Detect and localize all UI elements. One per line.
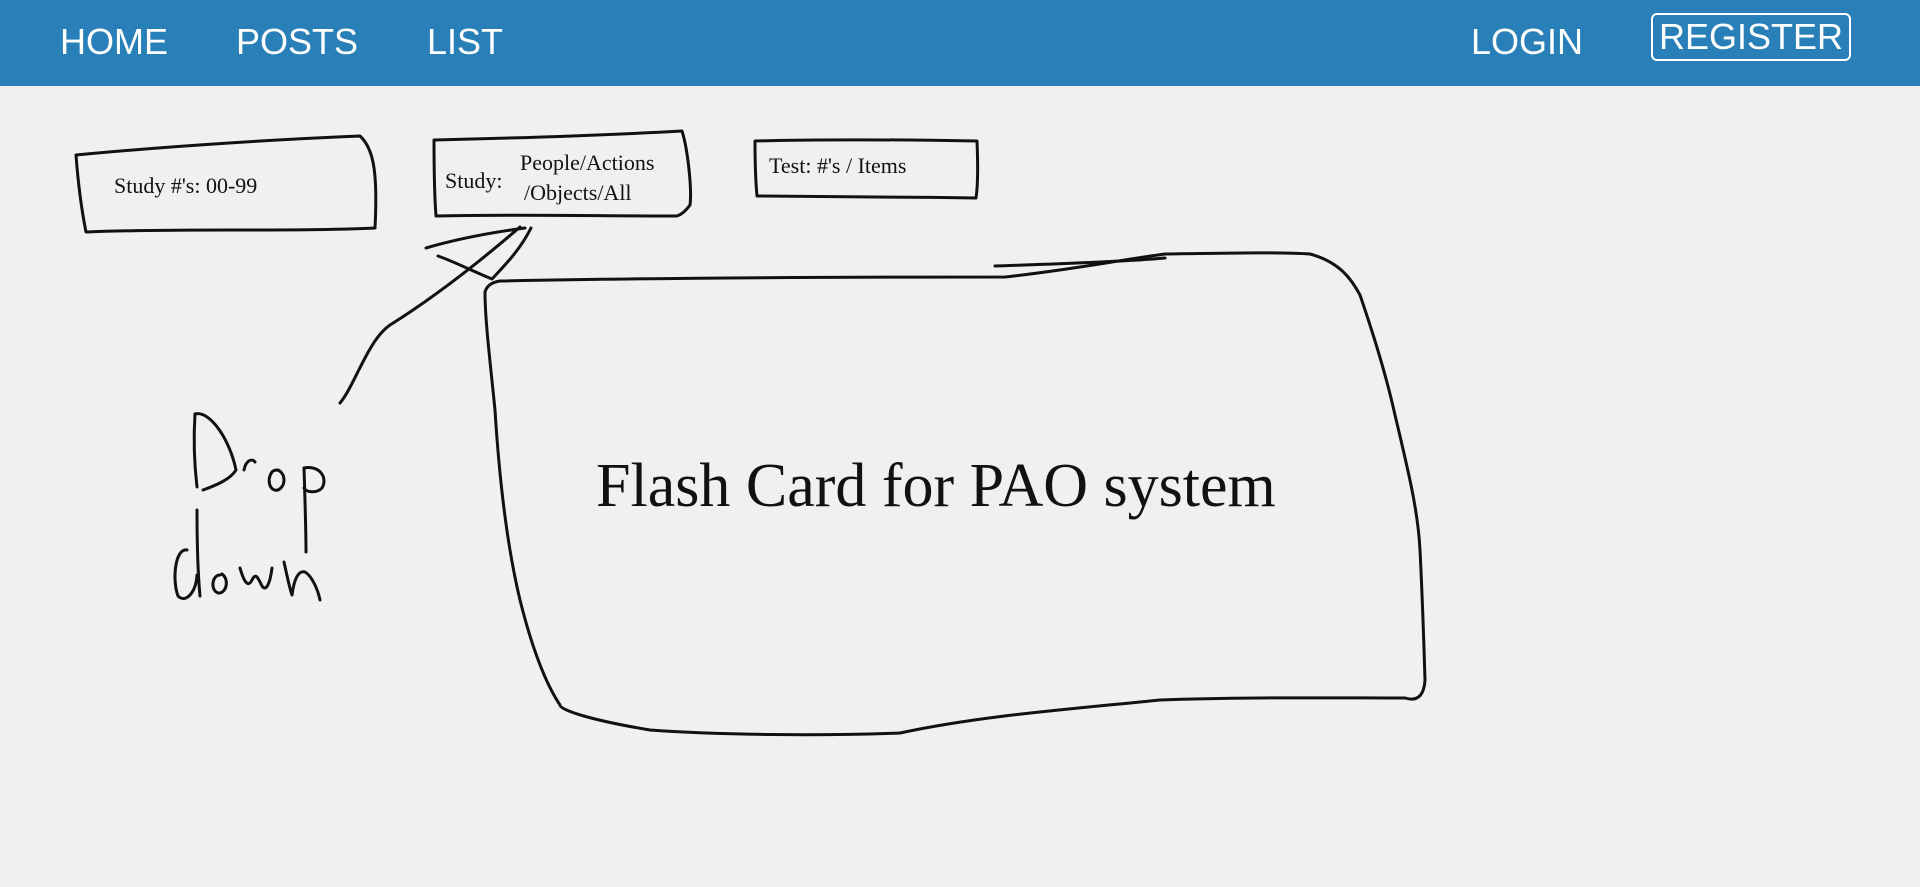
navbar: HOME POSTS LIST LOGIN REGISTER [0,0,1920,86]
nav-posts-link[interactable]: POSTS [236,21,359,62]
dropdown-arrow-head-right [436,226,533,281]
study-pao-options-line2: /Objects/All [524,180,632,205]
flash-card-title: Flash Card for PAO system [596,452,1276,520]
study-pao-options-line1: People/Actions [520,150,655,175]
dropdown-arrow-shaft [338,225,522,405]
study-numbers-box-outline [74,134,378,234]
study-pao-label: Study: [445,168,503,193]
study-pao-box-outline [432,129,692,218]
test-label: Test: #'s / Items [769,153,907,178]
flash-card-extra-stroke [993,256,1167,268]
drop-down-handwriting [173,412,326,602]
flash-card-outline [483,251,1427,737]
nav-login-link[interactable]: LOGIN [1471,21,1584,62]
register-button[interactable]: REGISTER [1651,13,1851,61]
study-numbers-label: Study #'s: 00-99 [114,173,258,198]
dropdown-arrow-head-left [424,226,527,250]
nav-home-link[interactable]: HOME [60,21,168,62]
test-box-outline [753,138,980,200]
nav-list-link[interactable]: LIST [427,21,504,62]
